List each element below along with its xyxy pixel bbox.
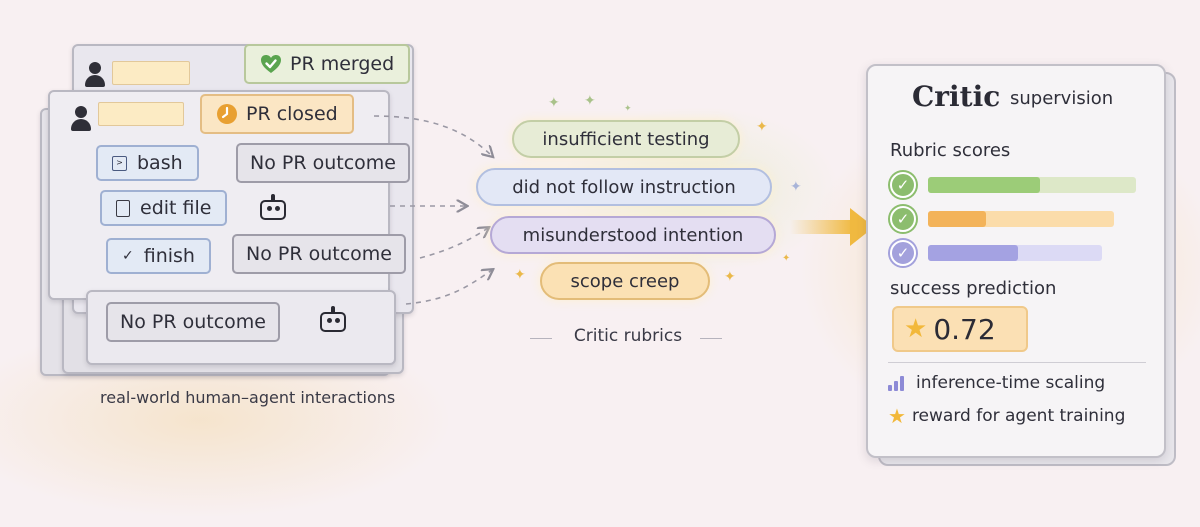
sparkle-icon: ✦ [756, 119, 768, 135]
critic-panel [866, 64, 1166, 458]
no-pr-outcome-badge: No PR outcome [236, 143, 410, 183]
user-name-placeholder [112, 61, 190, 85]
pr-closed-label: PR closed [246, 103, 338, 125]
tool-finish: ✓ finish [106, 238, 211, 274]
tool-label: edit file [140, 197, 212, 219]
tool-bash: > bash [96, 145, 199, 181]
score-check-icon: ✓ [890, 172, 916, 198]
caption-rule-left [530, 338, 552, 339]
score-bar-fill [928, 211, 986, 227]
tool-label: bash [137, 152, 183, 174]
score-bar-fill [928, 245, 1018, 261]
footer-label: reward for agent training [911, 406, 1126, 426]
bar-chart-icon [888, 375, 910, 391]
pr-closed-badge: PR closed [200, 94, 354, 134]
rubric-misunderstood-intention: misunderstood intention [490, 216, 776, 254]
score-check-icon: ✓ [890, 206, 916, 232]
rubric-scope-creep: scope creep [540, 262, 710, 300]
star-icon: ★ [904, 314, 928, 344]
edit-file-icon [116, 199, 130, 217]
score-bar-track [928, 177, 1136, 193]
score-bar-track [928, 211, 1114, 227]
sparkle-icon: ✦ [782, 253, 791, 264]
connector-arrows [373, 115, 510, 305]
critic-title: Critic [912, 80, 1001, 113]
score-bar-fill [928, 177, 1040, 193]
success-prediction-label: success prediction [890, 278, 1057, 299]
no-pr-outcome-label: No PR outcome [120, 311, 266, 333]
rubric-did-not-follow-instruction: did not follow instruction [476, 168, 772, 206]
tool-edit-file: edit file [100, 190, 228, 226]
no-pr-outcome-badge: No PR outcome [232, 234, 406, 274]
rubric-insufficient-testing: insufficient testing [512, 120, 740, 158]
sparkle-icon: ✦ [548, 95, 560, 111]
rubric-scores-label: Rubric scores [890, 140, 1011, 161]
footer-reward: ★ reward for agent training [888, 404, 1125, 428]
robot-icon [318, 306, 348, 334]
no-pr-outcome-badge: No PR outcome [106, 302, 280, 342]
sparkle-icon: ✦ [584, 93, 596, 109]
footer-label: inference-time scaling [916, 373, 1106, 393]
pr-merged-badge: PR merged [244, 44, 411, 84]
no-pr-outcome-label: No PR outcome [250, 152, 396, 174]
success-prediction-value: 0.72 [933, 312, 996, 346]
terminal-icon: > [112, 155, 127, 171]
caption-rule-right [700, 338, 722, 339]
sparkle-icon: ✦ [790, 179, 802, 195]
check-icon [261, 55, 281, 73]
footer-inference-scaling: inference-time scaling [888, 373, 1105, 393]
flow-arrow-shaft [790, 220, 854, 234]
user-avatar-icon [84, 62, 106, 88]
sparkle-icon: ✦ [624, 104, 632, 114]
critic-subtitle: supervision [1010, 88, 1114, 109]
success-prediction-box: ★ 0.72 [892, 306, 1028, 352]
pr-merged-label: PR merged [290, 53, 395, 75]
sparkle-icon: ✦ [514, 267, 526, 283]
stack-caption: real-world human–agent interactions [100, 388, 396, 407]
clock-icon [217, 104, 237, 124]
no-pr-outcome-label: No PR outcome [246, 243, 392, 265]
score-bar-track [928, 245, 1102, 261]
rubrics-caption: Critic rubrics [573, 326, 683, 346]
user-avatar-icon [70, 106, 92, 132]
sparkle-icon: ✦ [724, 269, 736, 285]
star-icon: ★ [888, 404, 906, 428]
panel-divider [888, 362, 1146, 363]
user-name-placeholder [98, 102, 184, 126]
robot-icon [258, 194, 288, 222]
tool-label: finish [143, 245, 195, 267]
checkmark-icon: ✓ [122, 248, 134, 264]
score-check-icon: ✓ [890, 240, 916, 266]
